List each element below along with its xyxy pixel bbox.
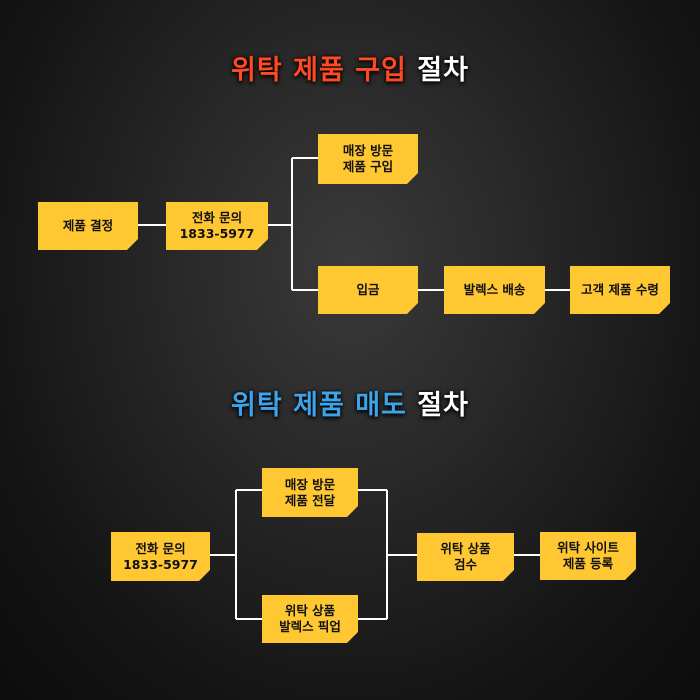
step-product-decision: 제품 결정 [38, 202, 138, 250]
step-store-visit-delivery: 매장 방문 제품 전달 [262, 468, 358, 517]
step-customer-receipt: 고객 제품 수령 [570, 266, 670, 314]
sale-title-rest: 절차 [417, 390, 469, 421]
step-phone-inquiry-sale: 전화 문의 1833-5977 [111, 532, 210, 581]
purchase-title-highlight: 위탁 제품 구입 [231, 55, 407, 86]
step-site-registration: 위탁 사이트 제품 등록 [540, 532, 636, 580]
purchase-title-rest: 절차 [417, 55, 469, 86]
step-deposit: 입금 [318, 266, 418, 314]
purchase-procedure-title: 위탁 제품 구입 절차 [0, 48, 700, 87]
step-store-visit-purchase: 매장 방문 제품 구입 [318, 134, 418, 184]
sale-procedure-title: 위탁 제품 매도 절차 [0, 383, 700, 422]
step-product-inspection: 위탁 상품 검수 [417, 533, 514, 581]
step-phone-inquiry: 전화 문의 1833-5977 [166, 202, 268, 250]
step-valex-pickup: 위탁 상품 발렉스 픽업 [262, 595, 358, 643]
sale-title-highlight: 위탁 제품 매도 [231, 390, 407, 421]
step-valex-shipping: 발렉스 배송 [444, 266, 545, 314]
